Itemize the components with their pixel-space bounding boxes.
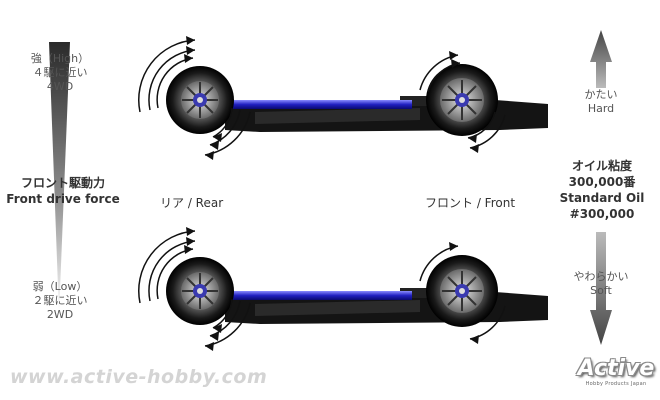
drive-shaft: [222, 100, 412, 109]
high-label: 強（High） ４駆に近い 4WD: [0, 52, 120, 94]
hard-arrow: [590, 30, 612, 88]
high-label-line3: 4WD: [46, 80, 74, 93]
front-drive-label-jp: フロント駆動力: [20, 176, 105, 190]
drive-shaft: [222, 291, 412, 300]
oil-label-code: #300,000: [569, 207, 635, 221]
high-label-jp: 強（High）: [30, 52, 90, 65]
hard-label: かたい Hard: [555, 88, 647, 116]
active-logo: Active Hobby Products Japan: [572, 356, 660, 387]
rear-label: リア / Rear: [160, 196, 224, 210]
oil-viscosity-label: オイル粘度 300,000番 Standard Oil #300,000: [550, 158, 654, 222]
oil-label-num: 300,000番: [568, 175, 636, 189]
low-label: 弱（Low） ２駆に近い 2WD: [0, 280, 120, 322]
soft-label-jp: やわらかい: [573, 270, 629, 283]
hard-label-jp: かたい: [584, 88, 618, 101]
soft-label: やわらかい Soft: [550, 270, 652, 298]
oil-label-jp: オイル粘度: [571, 159, 632, 173]
logo-name: Active: [577, 356, 655, 381]
watermark-url: www.active-hobby.com: [10, 366, 268, 388]
soft-label-en: Soft: [590, 284, 612, 297]
low-label-line2: ２駆に近い: [32, 294, 88, 307]
front-label: フロント / Front: [425, 196, 516, 210]
front-drive-label: フロント駆動力 Front drive force: [0, 175, 126, 207]
high-label-line2: ４駆に近い: [32, 66, 88, 79]
front-drive-label-en: Front drive force: [6, 192, 120, 206]
low-label-jp: 弱（Low）: [32, 280, 88, 293]
soft-arrow: [590, 232, 612, 345]
low-label-line3: 2WD: [46, 308, 74, 321]
logo-sub: Hobby Products Japan: [585, 381, 647, 387]
oil-label-en: Standard Oil: [559, 191, 645, 205]
hard-label-en: Hard: [587, 102, 615, 115]
